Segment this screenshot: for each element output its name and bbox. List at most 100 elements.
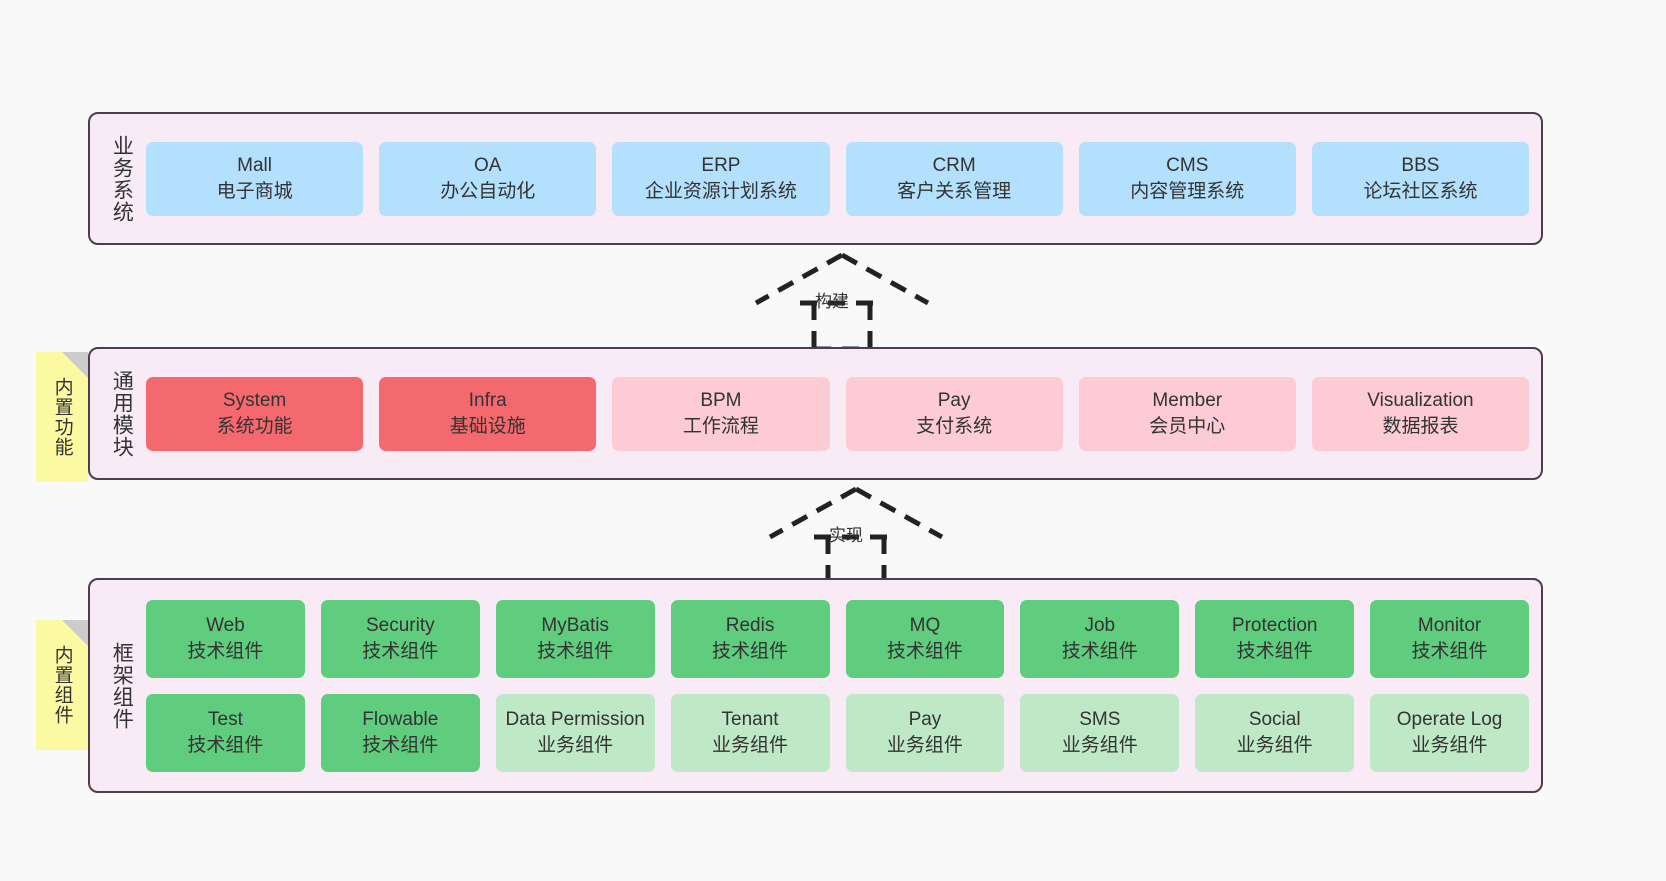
card-visualization[interactable]: Visualization 数据报表 — [1311, 376, 1530, 451]
card-title: Pay — [908, 709, 942, 731]
card-title: Member — [1152, 390, 1223, 412]
card-subtitle: 支付系统 — [916, 415, 993, 437]
card-erp[interactable]: ERP 企业资源计划系统 — [612, 141, 830, 216]
card-test[interactable]: Test 技术组件 — [146, 693, 305, 772]
card-member[interactable]: Member 会员中心 — [1078, 376, 1296, 451]
card-mybatis[interactable]: MyBatis 技术组件 — [495, 599, 655, 678]
card-subtitle: 内容管理系统 — [1130, 180, 1245, 202]
card-social[interactable]: Social 业务组件 — [1195, 693, 1355, 772]
card-title: OA — [474, 155, 502, 177]
card-subtitle: 论坛社区系统 — [1363, 180, 1478, 202]
card-title: Test — [208, 709, 243, 731]
sticky-note-builtin-function: 内置功能 — [36, 352, 88, 482]
card-title: MyBatis — [541, 615, 609, 637]
card-oa[interactable]: OA 办公自动化 — [379, 141, 597, 216]
card-infra[interactable]: Infra 基础设施 — [379, 376, 597, 451]
card-subtitle: 业务组件 — [1061, 734, 1138, 756]
card-subtitle: 电子商城 — [216, 180, 293, 202]
sticky-note-label: 内置组件 — [51, 645, 73, 725]
card-crm[interactable]: CRM 客户关系管理 — [845, 141, 1063, 216]
card-mall[interactable]: Mall 电子商城 — [146, 141, 364, 216]
card-subtitle: 技术组件 — [886, 640, 963, 662]
card-pay-module[interactable]: Pay 支付系统 — [845, 376, 1063, 451]
card-subtitle: 技术组件 — [712, 640, 789, 662]
sticky-note-label: 内置功能 — [51, 377, 73, 457]
arrow-label-build: 构建 — [815, 292, 849, 311]
card-subtitle: 办公自动化 — [440, 180, 536, 202]
card-monitor[interactable]: Monitor 技术组件 — [1370, 599, 1529, 678]
card-title: BPM — [700, 390, 742, 412]
card-subtitle: 业务组件 — [886, 734, 963, 756]
arrow-label-implement: 实现 — [829, 526, 863, 545]
card-subtitle: 工作流程 — [682, 415, 759, 437]
card-tenant[interactable]: Tenant 业务组件 — [670, 693, 830, 772]
card-subtitle: 基础设施 — [449, 415, 526, 437]
card-title: ERP — [701, 155, 741, 177]
card-subtitle: 系统功能 — [216, 415, 293, 437]
card-web[interactable]: Web 技术组件 — [146, 599, 305, 678]
card-subtitle: 技术组件 — [187, 640, 264, 662]
card-cms[interactable]: CMS 内容管理系统 — [1078, 141, 1296, 216]
card-mq[interactable]: MQ 技术组件 — [845, 599, 1005, 678]
card-title: Mall — [237, 155, 272, 177]
card-protection[interactable]: Protection 技术组件 — [1195, 599, 1355, 678]
card-subtitle: 业务组件 — [712, 734, 789, 756]
card-title: Job — [1084, 615, 1116, 637]
card-title: SMS — [1079, 709, 1121, 731]
card-title: Monitor — [1417, 615, 1482, 637]
card-row: Mall 电子商城 OA 办公自动化 ERP 企业资源计划系统 CRM 客户关系… — [146, 141, 1530, 216]
card-title: Tenant — [721, 709, 779, 731]
card-subtitle: 业务组件 — [1411, 734, 1488, 756]
card-subtitle: 客户关系管理 — [897, 180, 1012, 202]
card-title: Pay — [937, 390, 971, 412]
card-title: Flowable — [362, 709, 439, 731]
card-row: Web 技术组件 Security 技术组件 MyBatis 技术组件 Redi… — [146, 599, 1529, 678]
card-subtitle: 会员中心 — [1149, 415, 1226, 437]
card-subtitle: 技术组件 — [187, 734, 264, 756]
card-row: System 系统功能 Infra 基础设施 BPM 工作流程 Pay 支付系统… — [146, 376, 1530, 451]
layer-body-common-module: System 系统功能 Infra 基础设施 BPM 工作流程 Pay 支付系统… — [146, 359, 1530, 468]
sticky-note-builtin-component: 内置组件 — [36, 620, 88, 750]
card-title: Social — [1248, 709, 1301, 731]
card-job[interactable]: Job 技术组件 — [1020, 599, 1180, 678]
layer-title-framework-component: 框架组件 — [110, 641, 134, 730]
card-redis[interactable]: Redis 技术组件 — [670, 599, 830, 678]
card-title: System — [222, 390, 287, 412]
card-pay-component[interactable]: Pay 业务组件 — [845, 693, 1005, 772]
layer-title-business-system: 业务系统 — [110, 134, 134, 223]
layer-title-common-module: 通用模块 — [110, 369, 134, 458]
layer-body-framework-component: Web 技术组件 Security 技术组件 MyBatis 技术组件 Redi… — [146, 590, 1529, 781]
card-title: BBS — [1401, 155, 1440, 177]
card-subtitle: 业务组件 — [537, 734, 614, 756]
card-title: CMS — [1166, 155, 1209, 177]
card-flowable[interactable]: Flowable 技术组件 — [320, 693, 480, 772]
card-title: Infra — [468, 390, 507, 412]
card-subtitle: 技术组件 — [1236, 640, 1313, 662]
card-title: MQ — [909, 615, 941, 637]
card-subtitle: 技术组件 — [362, 640, 439, 662]
layer-business-system: 业务系统 Mall 电子商城 OA 办公自动化 ERP 企业资源计划系统 CRM… — [88, 112, 1543, 245]
card-subtitle: 技术组件 — [1411, 640, 1488, 662]
card-sms[interactable]: SMS 业务组件 — [1020, 693, 1180, 772]
card-title: Redis — [725, 615, 775, 637]
card-row: Test 技术组件 Flowable 技术组件 Data Permission … — [146, 693, 1529, 772]
generalization-arrow-implement: 实现 — [766, 486, 946, 586]
card-subtitle: 企业资源计划系统 — [644, 180, 797, 202]
card-system[interactable]: System 系统功能 — [146, 376, 364, 451]
card-bpm[interactable]: BPM 工作流程 — [612, 376, 830, 451]
card-subtitle: 技术组件 — [1061, 640, 1138, 662]
card-title: Data Permission — [505, 709, 645, 731]
card-title: Security — [365, 615, 435, 637]
card-title: Protection — [1231, 615, 1318, 637]
card-security[interactable]: Security 技术组件 — [320, 599, 480, 678]
card-subtitle: 业务组件 — [1236, 734, 1313, 756]
card-data-permission[interactable]: Data Permission 业务组件 — [495, 693, 655, 772]
layer-body-business-system: Mall 电子商城 OA 办公自动化 ERP 企业资源计划系统 CRM 客户关系… — [146, 124, 1530, 233]
layer-framework-component: 框架组件 Web 技术组件 Security 技术组件 MyBatis 技术组件… — [88, 578, 1543, 793]
card-operate-log[interactable]: Operate Log 业务组件 — [1370, 693, 1529, 772]
card-bbs[interactable]: BBS 论坛社区系统 — [1311, 141, 1530, 216]
card-title: Operate Log — [1396, 709, 1503, 731]
card-subtitle: 技术组件 — [537, 640, 614, 662]
card-title: CRM — [932, 155, 976, 177]
